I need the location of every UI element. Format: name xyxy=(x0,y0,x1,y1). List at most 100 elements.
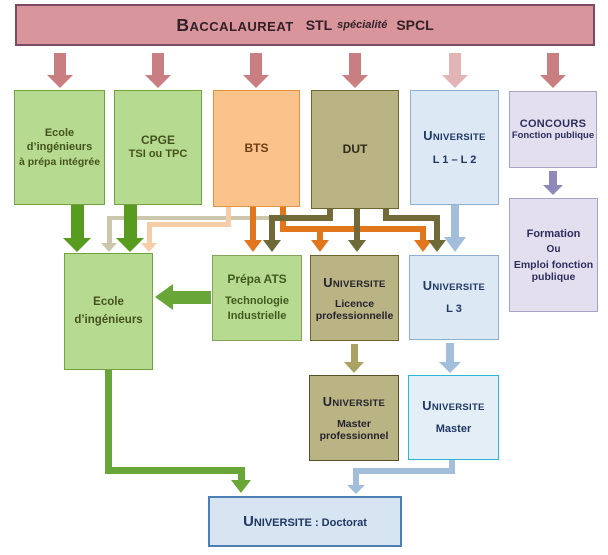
box-label: Ou xyxy=(546,243,561,255)
arrow-dut-left-drop xyxy=(327,209,333,215)
box-label: publique xyxy=(531,270,576,283)
banner-arrow-3-shaft xyxy=(250,53,262,75)
box-label: Ecole xyxy=(44,126,75,139)
arrow-bts-to-prepa-ats-head xyxy=(244,240,262,252)
arrow-prepa-ats-to-ecole-shaft xyxy=(173,291,211,304)
box-label: BTS xyxy=(244,141,269,156)
arrow-concours-to-formation-shaft xyxy=(549,171,557,185)
box-cpge: CPGE TSI ou TPC xyxy=(114,90,202,205)
box-label: L 3 xyxy=(446,303,462,316)
box-label: Ecole xyxy=(93,296,124,309)
banner-arrow-6-shaft xyxy=(547,53,559,75)
box-label: Fonction publique xyxy=(511,130,595,141)
box-label: UNIVERSITE xyxy=(423,127,486,143)
box-label: UNIVERSITE xyxy=(322,394,386,409)
box-label: d’ingénieurs xyxy=(26,141,93,154)
arrow-concours-to-formation-head xyxy=(543,185,563,195)
box-label: Formation xyxy=(526,227,581,240)
banner-arrow-6-head xyxy=(540,75,566,88)
banner-title-specialite: spécialité xyxy=(337,19,388,31)
box-universite-l3: UNIVERSITE L 3 xyxy=(409,255,499,340)
box-bts: BTS xyxy=(213,90,300,207)
arrow-bts-to-l3-head xyxy=(414,240,432,252)
arrow-prepa-integree-to-ecole-head xyxy=(63,238,91,252)
arrow-l1l2-to-l3-head xyxy=(444,237,466,252)
box-universite-licence-pro: UNIVERSITE Licence professionnelle xyxy=(310,255,399,341)
arrow-ecole-to-doctorat-head xyxy=(231,480,251,493)
box-label: Master professionnel xyxy=(319,418,389,442)
box-label: Master xyxy=(435,423,472,436)
arrow-l1l2-to-l3-shaft xyxy=(451,205,459,237)
arrow-ecole-to-doctorat-horizontal xyxy=(105,467,245,474)
box-label: UNIVERSITE xyxy=(422,398,485,414)
box-label: L 1 – L 2 xyxy=(432,153,477,166)
arrow-cpge-to-ecole-head xyxy=(116,238,144,252)
box-label: UNIVERSITE : Doctorat xyxy=(243,513,367,530)
banner-baccalaureat: BACCALAUREAT STL spécialité SPCL xyxy=(15,4,595,46)
box-universite-l1-l2: UNIVERSITE L 1 – L 2 xyxy=(410,90,499,205)
banner-arrow-5-shaft xyxy=(449,53,461,75)
arrow-bts-to-ecole-drop xyxy=(226,207,231,227)
box-label: Emploi fonction xyxy=(513,258,594,271)
box-dut: DUT xyxy=(311,90,399,209)
banner-arrow-3-head xyxy=(243,75,269,88)
box-label: professionnelle xyxy=(315,309,394,322)
box-label: UNIVERSITE xyxy=(323,274,386,290)
banner-arrow-2-head xyxy=(145,75,171,88)
box-universite-doctorat: UNIVERSITE : Doctorat xyxy=(208,496,402,547)
banner-arrow-1-shaft xyxy=(54,53,66,75)
arrow-dut-to-licence-pro-head xyxy=(348,240,366,252)
arrow-master-to-doctorat-head xyxy=(347,485,365,494)
banner-arrow-4-head xyxy=(342,75,368,88)
arrow-dut-to-ecole-head xyxy=(101,243,117,252)
box-universite-master: UNIVERSITE Master xyxy=(408,375,499,460)
arrow-licence-pro-to-master-pro-head xyxy=(344,362,364,373)
arrow-dut-to-ecole-horizontal xyxy=(107,216,272,220)
banner-title-main: BACCALAUREAT xyxy=(176,14,294,35)
banner-arrow-1-head xyxy=(47,75,73,88)
arrow-bts-to-licence-pro-vertical xyxy=(317,226,323,240)
arrow-bts-right-horizontal xyxy=(280,226,426,232)
arrow-dut-to-l3-head xyxy=(428,240,446,252)
box-label: Prépa ATS xyxy=(227,271,287,286)
arrow-ecole-to-doctorat-drop xyxy=(238,467,245,480)
box-label: CONCOURS xyxy=(519,118,587,130)
arrow-dut-to-prepa-ats-head xyxy=(263,240,281,252)
banner-title-stl: STL xyxy=(305,17,333,33)
box-prepa-ats: Prépa ATS Technologie Industrielle xyxy=(212,255,302,341)
arrow-master-to-doctorat-drop xyxy=(449,460,455,468)
arrow-dut-to-prepa-ats-horizontal xyxy=(269,215,333,221)
banner-arrow-2-shaft xyxy=(152,53,164,75)
box-label: CPGE xyxy=(140,132,175,147)
arrow-dut-to-l3-vertical xyxy=(434,215,440,240)
arrow-licence-pro-to-master-pro-shaft xyxy=(351,344,358,362)
arrow-bts-to-ecole-vertical xyxy=(147,222,152,243)
box-label: Technologie xyxy=(225,295,289,308)
arrow-prepa-ats-to-ecole-head xyxy=(155,284,173,310)
arrow-dut-right-drop xyxy=(383,209,389,215)
arrow-bts-to-licence-pro-head xyxy=(311,240,329,252)
arrow-dut-to-l3-horizontal xyxy=(383,215,440,221)
box-label: UNIVERSITE xyxy=(422,278,486,294)
box-label: à prépa intégrée xyxy=(18,156,101,169)
box-concours: CONCOURS Fonction publique xyxy=(509,91,597,168)
arrow-prepa-integree-to-ecole-shaft xyxy=(71,205,84,238)
box-label: DUT xyxy=(342,142,368,157)
box-formation-emploi: Formation Ou Emploi fonction publique xyxy=(509,198,598,312)
arrow-dut-to-prepa-ats-vertical xyxy=(269,215,275,240)
arrow-dut-to-licence-pro-shaft xyxy=(354,209,360,240)
banner-title-spcl: SPCL xyxy=(396,17,434,33)
arrow-l3-to-master-head xyxy=(439,362,461,373)
arrow-bts-to-l3-vertical xyxy=(420,226,426,240)
banner-arrow-4-shaft xyxy=(349,53,361,75)
box-ecole-prepa-integree: Ecole d’ingénieurs à prépa intégrée xyxy=(14,90,105,205)
arrow-dut-to-ecole-vertical xyxy=(107,216,112,243)
arrow-l3-to-master-shaft xyxy=(446,343,454,362)
arrow-master-to-doctorat-vertical xyxy=(353,468,359,485)
box-label: TSI ou TPC xyxy=(128,148,188,161)
box-universite-master-pro: UNIVERSITE Master professionnel xyxy=(309,375,399,461)
arrow-cpge-to-ecole-shaft xyxy=(124,205,137,238)
box-label: Licence xyxy=(334,297,375,310)
banner-arrow-5-head xyxy=(442,75,468,88)
